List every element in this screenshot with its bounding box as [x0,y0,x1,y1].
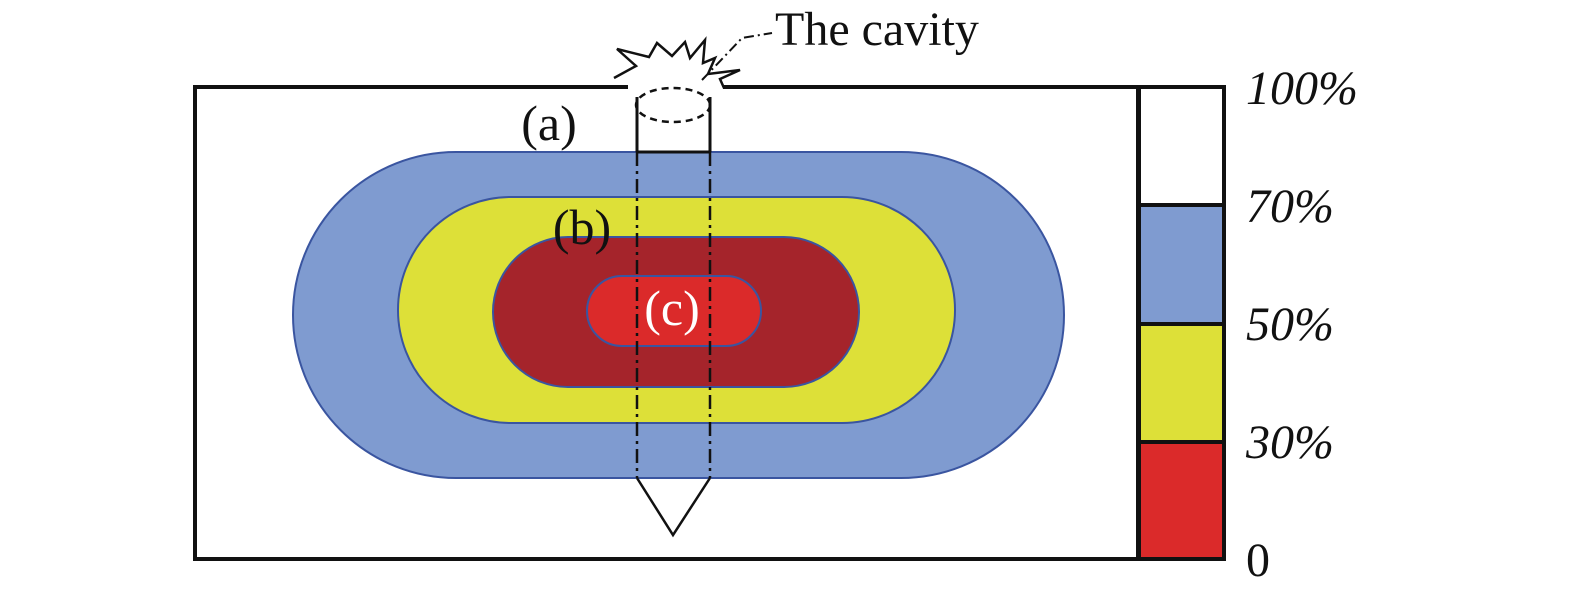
legend-tick-0: 0 [1246,534,1270,587]
borehole-top-ellipse [634,86,712,124]
legend-band-30-50 [1139,324,1224,442]
legend-tick-70: 70% [1246,180,1334,233]
region-label-a: (a) [521,95,577,151]
region-label-c: (c) [644,280,700,336]
legend-band-0-30 [1139,442,1224,559]
legend-tick-100: 100% [1246,62,1358,115]
region-label-b: (b) [553,199,611,255]
zone-c-red [586,275,762,347]
cavity-burst-icon [613,36,741,89]
legend-band-50-70 [1139,205,1224,324]
legend-tick-30: 30% [1245,416,1334,469]
borehole-upper [637,97,710,152]
borehole-tip [635,477,712,538]
legend-frame [1137,85,1226,561]
legend-tick-50: 50% [1246,298,1334,351]
cavity-callout-label: The cavity [775,3,979,56]
legend-band-70-100 [1139,87,1224,205]
